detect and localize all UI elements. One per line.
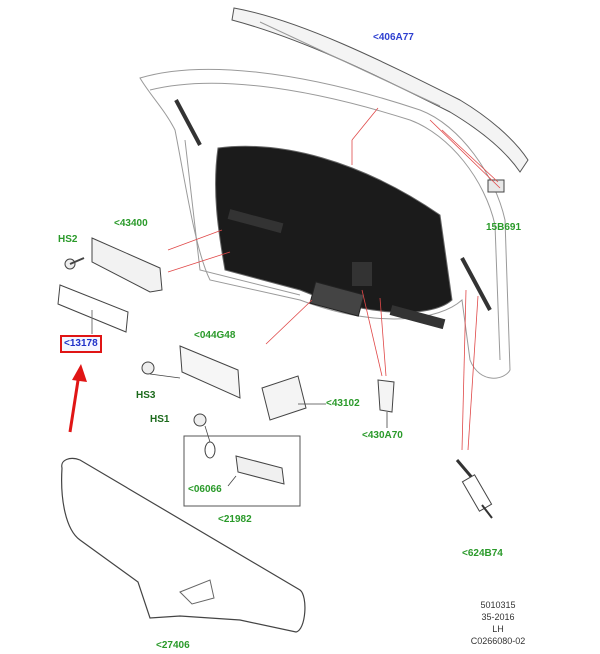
door-bracket-right bbox=[389, 305, 446, 330]
kit-box bbox=[183, 435, 301, 507]
door-latch-block bbox=[309, 281, 365, 317]
reference-line-2: 35-2016 bbox=[481, 612, 515, 622]
door-strut-right bbox=[460, 257, 492, 311]
label-hs3[interactable]: HS3 bbox=[136, 390, 156, 401]
trim-panel-27406 bbox=[61, 457, 306, 633]
pad-13178 bbox=[57, 284, 129, 333]
reference-line-3: LH bbox=[492, 624, 504, 634]
label-hs1[interactable]: HS1 bbox=[150, 414, 170, 425]
label-15b691[interactable]: 15B691 bbox=[486, 222, 522, 233]
leader-lines bbox=[167, 107, 501, 451]
door-bracket-left bbox=[227, 209, 284, 234]
rear-spoiler bbox=[231, 7, 529, 173]
screw-hs3 bbox=[141, 361, 155, 375]
reference-line-1: 5010315 bbox=[480, 600, 516, 610]
latch-43102 bbox=[261, 375, 307, 421]
label-43400[interactable]: <43400 bbox=[114, 218, 148, 229]
label-044g48[interactable]: <044G48 bbox=[194, 330, 236, 341]
callout-lines bbox=[149, 373, 388, 487]
label-13178-selected[interactable]: <13178 bbox=[60, 335, 102, 353]
reference-line-4: C0266080-02 bbox=[470, 636, 526, 646]
screw-hs2 bbox=[64, 257, 85, 270]
label-hs2[interactable]: HS2 bbox=[58, 234, 78, 245]
door-hinge-block bbox=[352, 262, 372, 286]
label-430a70[interactable]: <430A70 bbox=[362, 430, 403, 441]
label-624b74[interactable]: <624B74 bbox=[462, 548, 503, 559]
actuator-06066 bbox=[235, 455, 285, 485]
label-21982[interactable]: <21982 bbox=[218, 514, 252, 525]
label-06066[interactable]: <06066 bbox=[188, 484, 222, 495]
label-43102[interactable]: <43102 bbox=[326, 398, 360, 409]
door-strut-left bbox=[174, 99, 202, 146]
label-27406[interactable]: <27406 bbox=[156, 640, 190, 651]
spoiler-clip bbox=[487, 179, 505, 193]
bracket-43400 bbox=[91, 237, 163, 293]
bracket-044g48 bbox=[179, 345, 241, 399]
switch-430a70 bbox=[377, 379, 395, 413]
label-406a77[interactable]: <406A77 bbox=[373, 32, 414, 43]
strut-624b74 bbox=[455, 459, 493, 519]
highlight-arrow bbox=[68, 364, 87, 433]
screw-hs1 bbox=[193, 413, 207, 427]
tailgate-door bbox=[139, 68, 511, 379]
